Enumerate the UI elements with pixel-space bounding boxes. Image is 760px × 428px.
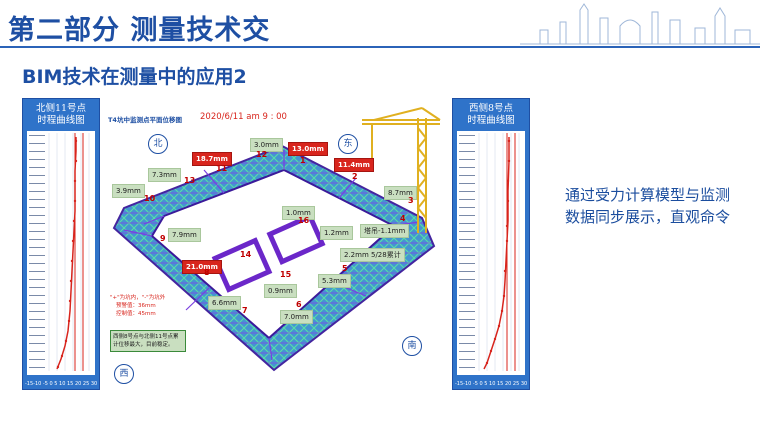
displacement-label: 7.0mm bbox=[280, 310, 313, 324]
compass-west-icon: 西 bbox=[114, 364, 134, 384]
legend-direction-note: "+"为坑内，"-"为坑外 bbox=[110, 295, 166, 301]
displacement-label: 7.9mm bbox=[168, 228, 201, 242]
crane-displacement-label: 塔吊-1.1mm bbox=[360, 224, 410, 238]
point-number: 4 bbox=[400, 214, 406, 223]
status-info-box: 西侧8号点与北侧11号点累计位移最大，目前稳定。 bbox=[110, 330, 186, 352]
model-timestamp: 2020/6/11 am 9 : 00 bbox=[200, 112, 287, 122]
point-number: 2 bbox=[352, 172, 358, 181]
left-time-history-panel: 北侧11号点 时程曲线图 bbox=[22, 98, 100, 390]
point-number: 12 bbox=[256, 150, 268, 159]
left-axis-ticks: -15-10 -5 0 5 10 15 20 25 30 bbox=[25, 381, 97, 387]
legend-warning-value: 预警值：36mm bbox=[116, 303, 156, 309]
right-chart-area bbox=[457, 131, 525, 375]
point-number: 6 bbox=[296, 300, 302, 309]
compass-south-icon: 南 bbox=[402, 336, 422, 356]
displacement-label: 0.9mm bbox=[264, 284, 297, 298]
section-subtitle: BIM技术在测量中的应用2 bbox=[22, 66, 247, 88]
compass-east-icon: 东 bbox=[338, 134, 358, 154]
bim-model-view: T4坑中监测点平面位移图 2020/6/11 am 9 : 00 bbox=[104, 98, 444, 388]
left-chart-area bbox=[27, 131, 95, 375]
point-number: 8 bbox=[204, 268, 210, 277]
displacement-label: 1.0mm bbox=[282, 206, 315, 220]
right-axis-ticks: -15-10 -5 0 5 10 15 20 25 30 bbox=[455, 381, 527, 387]
description-text: 通过受力计算模型与监测数据同步展示，直观命令 bbox=[565, 186, 731, 226]
left-time-history-chart bbox=[29, 133, 90, 371]
threshold-legend: "+"为坑内，"-"为坑外 预警值：36mm 控制值：45mm bbox=[110, 294, 165, 318]
right-panel-title-line1: 西侧8号点 bbox=[468, 103, 514, 114]
page-title: 第二部分 测量技术交 bbox=[8, 15, 271, 46]
model-caption: T4坑中监测点平面位移图 bbox=[108, 116, 182, 124]
displacement-label: 7.3mm bbox=[148, 168, 181, 182]
displacement-label-alert: 11.4mm bbox=[334, 158, 374, 172]
displacement-label-alert: 18.7mm bbox=[192, 152, 232, 166]
point-number: 9 bbox=[160, 234, 166, 243]
displacement-label: 3.9mm bbox=[112, 184, 145, 198]
point-number: 1 bbox=[300, 156, 306, 165]
legend-control-value: 控制值：45mm bbox=[116, 311, 156, 317]
point-number: 16 bbox=[298, 216, 310, 225]
displacement-label: 8.7mm bbox=[384, 186, 417, 200]
right-panel-title-line2: 时程曲线图 bbox=[467, 115, 515, 126]
right-time-history-chart bbox=[459, 133, 520, 371]
point-number: 13 bbox=[184, 176, 196, 185]
right-time-history-panel: 西侧8号点 时程曲线图 bbox=[452, 98, 530, 390]
city-skyline-icon bbox=[520, 3, 760, 45]
title-bar: 第二部分 测量技术交 bbox=[0, 0, 760, 50]
left-panel-title-line2: 时程曲线图 bbox=[37, 115, 85, 126]
displacement-label-alert: 13.0mm bbox=[288, 142, 328, 156]
point-number: 7 bbox=[242, 306, 248, 315]
displacement-label: 6.6mm bbox=[208, 296, 241, 310]
left-panel-title-line1: 北侧11号点 bbox=[35, 103, 87, 114]
point-number: 14 bbox=[240, 250, 252, 259]
header-divider bbox=[0, 46, 760, 48]
compass-north-icon: 北 bbox=[148, 134, 168, 154]
point-number: 11 bbox=[216, 164, 228, 173]
displacement-label-alert: 21.0mm bbox=[182, 260, 222, 274]
displacement-label: 3.0mm bbox=[250, 138, 283, 152]
point-number: 3 bbox=[408, 196, 414, 205]
cumulative-label: 2.2mm 5/28累计 bbox=[340, 248, 405, 262]
point-number: 5 bbox=[342, 264, 348, 273]
point-number: 15 bbox=[280, 270, 292, 279]
displacement-label: 5.3mm bbox=[318, 274, 351, 288]
point-number: 10 bbox=[144, 194, 156, 203]
displacement-label: 1.2mm bbox=[320, 226, 353, 240]
